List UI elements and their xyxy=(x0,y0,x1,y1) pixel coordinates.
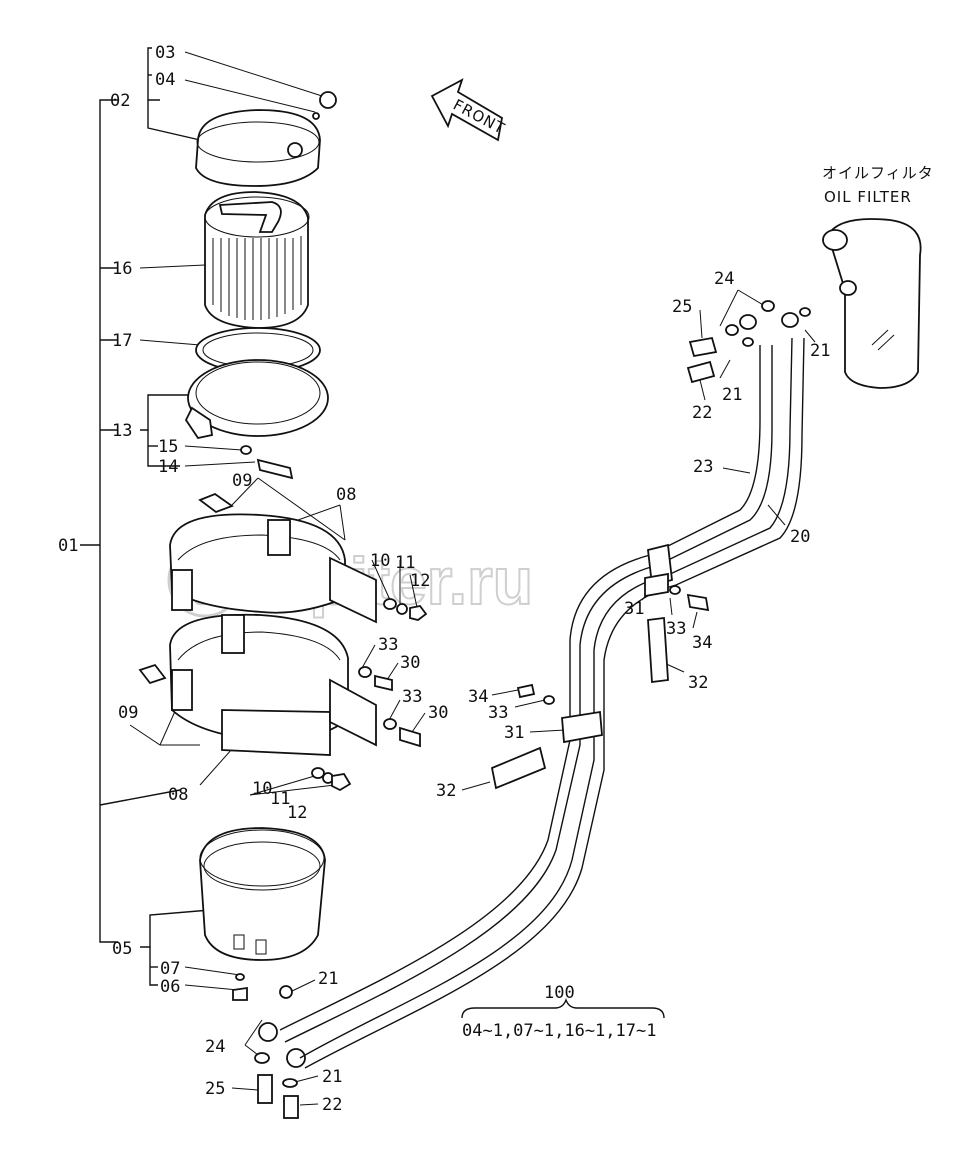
callout-24-bottom: 24 xyxy=(205,1037,225,1057)
callout-33-a: 33 xyxy=(378,635,398,655)
assembly-bracket-lines xyxy=(80,47,211,986)
callout-12-upper: 12 xyxy=(410,571,430,591)
callout-04: 04 xyxy=(155,70,175,90)
callout-05: 05 xyxy=(112,939,132,959)
callout-10-lower: 10 xyxy=(252,779,272,799)
filter-cap xyxy=(195,91,337,187)
filter-element xyxy=(204,191,310,329)
callout-32-left: 32 xyxy=(436,781,456,801)
callout-11-upper: 11 xyxy=(395,553,415,573)
callout-14: 14 xyxy=(158,457,178,477)
callout-09-lower: 09 xyxy=(118,703,138,723)
oil-filter-assembly xyxy=(822,218,922,389)
callout-31-right: 31 xyxy=(624,599,644,619)
callout-21-top-right: 21 xyxy=(810,341,830,361)
front-direction-arrow: FRONT xyxy=(430,78,508,142)
callout-30-a: 30 xyxy=(400,653,420,673)
callout-21-bowl: 21 xyxy=(318,969,338,989)
callout-34-left: 34 xyxy=(468,687,488,707)
callout-06: 06 xyxy=(160,977,180,997)
callout-21-top-left: 21 xyxy=(722,385,742,405)
filter-bowl xyxy=(199,827,326,1001)
callout-08-lower: 08 xyxy=(168,785,188,805)
leader-lines xyxy=(129,51,816,1106)
callout-33-b: 33 xyxy=(402,687,422,707)
callout-10-upper: 10 xyxy=(370,551,390,571)
lower-mounting-bracket xyxy=(138,613,377,792)
callout-34-right: 34 xyxy=(692,633,712,653)
part-number-labels: 03 04 02 16 17 13 15 14 01 09 08 10 11 1… xyxy=(58,43,830,1115)
callout-07: 07 xyxy=(160,959,180,979)
oil-filter-en-label: OIL FILTER xyxy=(824,188,912,206)
fuel-hoses xyxy=(279,337,805,1069)
callout-25-top: 25 xyxy=(672,297,692,317)
ring-clamp xyxy=(184,359,329,480)
kit-number: 100 xyxy=(544,983,575,1003)
callout-03: 03 xyxy=(155,43,175,63)
callout-09-upper: 09 xyxy=(232,471,252,491)
callout-24-top: 24 xyxy=(714,269,734,289)
callout-02: 02 xyxy=(110,91,130,111)
callout-21-bottom: 21 xyxy=(322,1067,342,1087)
callout-08-upper: 08 xyxy=(336,485,356,505)
callout-22-bottom: 22 xyxy=(322,1095,342,1115)
repair-kit-note: 100 04~1,07~1,16~1,17~1 xyxy=(461,983,665,1041)
callout-01: 01 xyxy=(58,536,78,556)
upper-mounting-bracket xyxy=(169,492,428,624)
callout-31-left: 31 xyxy=(504,723,524,743)
callout-12-lower: 12 xyxy=(287,803,307,823)
callout-32-right: 32 xyxy=(688,673,708,693)
oil-filter-fittings xyxy=(686,300,811,384)
callout-20: 20 xyxy=(790,527,810,547)
callout-33-right: 33 xyxy=(666,619,686,639)
callout-33-left: 33 xyxy=(488,703,508,723)
callout-15: 15 xyxy=(158,437,178,457)
callout-13: 13 xyxy=(112,421,132,441)
callout-22-top: 22 xyxy=(692,403,712,423)
callout-25-bottom: 25 xyxy=(205,1079,225,1099)
callout-11-lower: 11 xyxy=(270,789,290,809)
bracket-bolts xyxy=(358,666,421,748)
hose-clamps xyxy=(490,572,710,790)
kit-contents: 04~1,07~1,16~1,17~1 xyxy=(462,1021,656,1041)
oil-filter-caption: オイルフィルタ OIL FILTER xyxy=(822,164,934,206)
callout-30-b: 30 xyxy=(428,703,448,723)
callout-16: 16 xyxy=(112,259,132,279)
callout-17: 17 xyxy=(112,331,132,351)
oil-filter-jp-label: オイルフィルタ xyxy=(822,164,934,182)
callout-23: 23 xyxy=(693,457,713,477)
bottom-banjo-fittings xyxy=(254,1022,306,1119)
